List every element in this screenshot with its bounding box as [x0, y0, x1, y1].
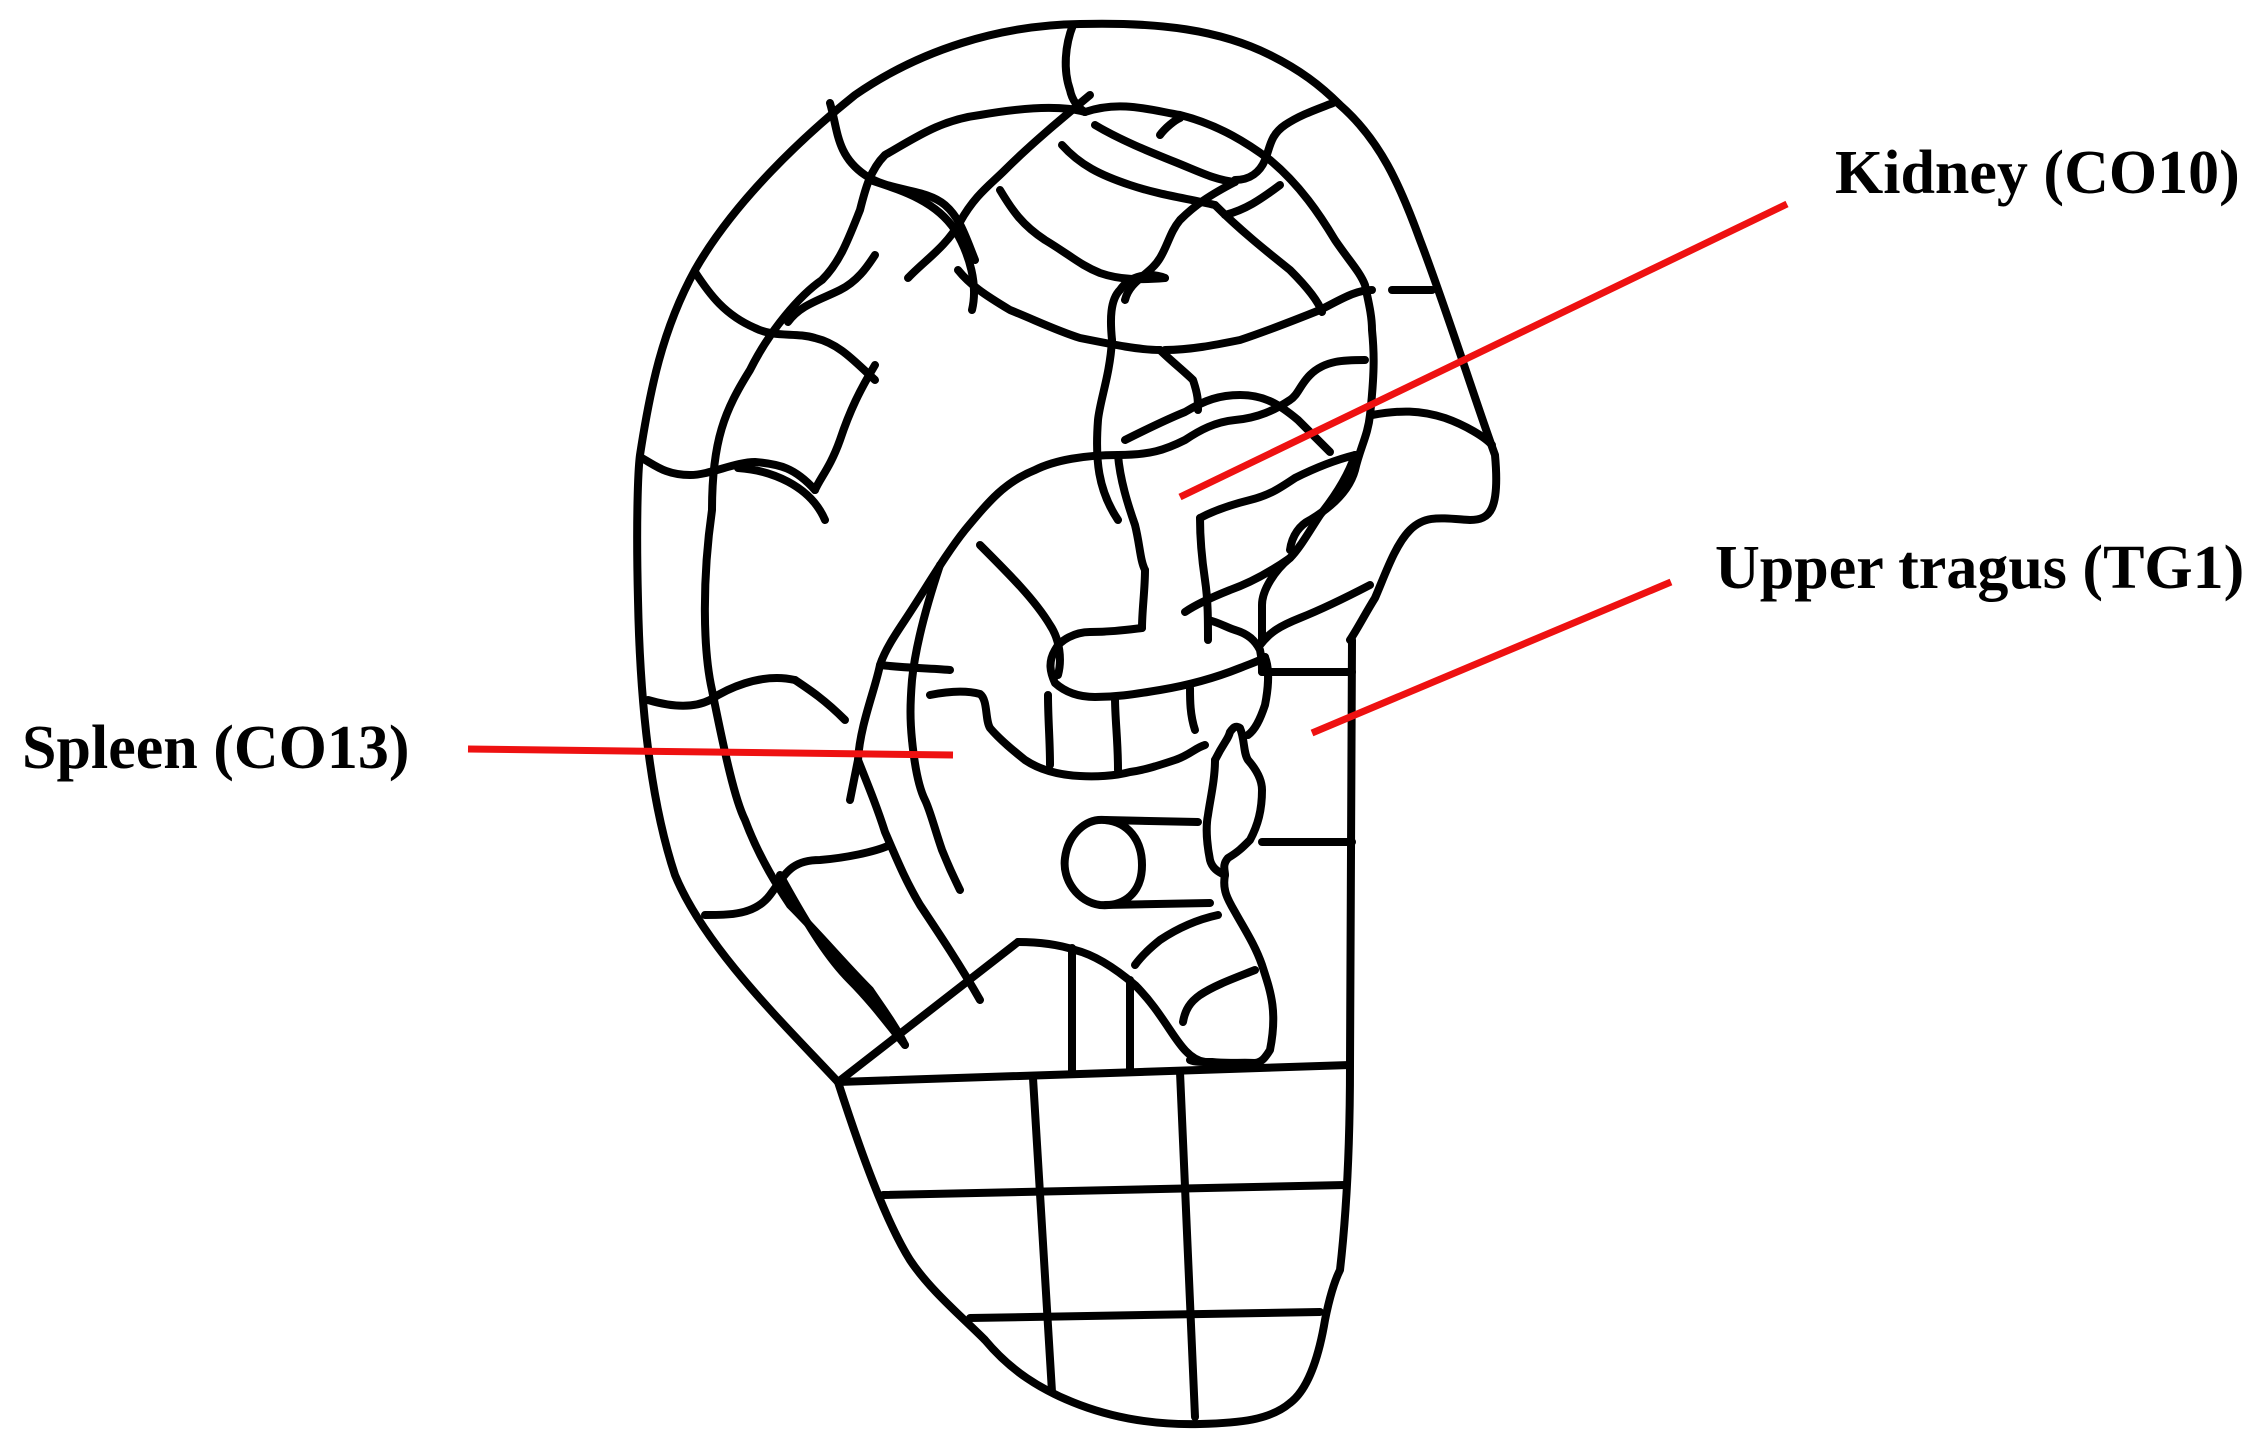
- kidney-leader-line: [1178, 200, 1789, 501]
- lobe-grid: [879, 1068, 1349, 1421]
- scapha-inner-border: [700, 104, 1089, 1049]
- leader-lines: [467, 200, 1789, 759]
- labels: Kidney (CO10) Upper tragus (TG1) Spleen …: [22, 139, 2244, 782]
- helix-outer-contour: [633, 19, 1501, 1086]
- antihelix-inner-border: [846, 356, 1369, 804]
- ear-outline: [633, 19, 1501, 1429]
- concha: [846, 356, 1374, 1004]
- ear-canal-opening: [1060, 815, 1146, 910]
- ear-canal: [1060, 815, 1214, 910]
- spleen-label: Spleen (CO13): [22, 714, 410, 782]
- lobe-top: [834, 938, 1354, 1086]
- lobe-contour: [834, 1061, 1354, 1429]
- kidney-label: Kidney (CO10): [1835, 139, 2240, 207]
- spleen-leader-line: [467, 745, 954, 759]
- upper-tragus-label: Upper tragus (TG1): [1715, 534, 2244, 602]
- upper-tragus-leader-line: [1310, 578, 1673, 737]
- tragus-region: [1131, 554, 1356, 1067]
- tragus-front-edge: [1346, 636, 1356, 1069]
